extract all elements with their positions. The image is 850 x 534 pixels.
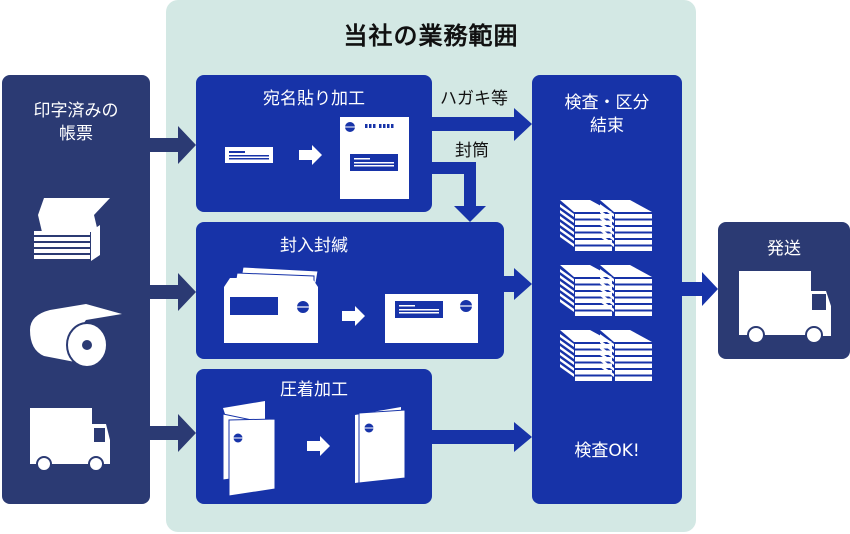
arrow-postcards-icon — [432, 108, 532, 141]
address-label-icon — [225, 147, 273, 163]
small-arrow-icon — [299, 145, 322, 165]
stacked-forms-icon — [34, 198, 110, 261]
sealed-postcard-icon — [355, 407, 406, 484]
inspection-status: 検査OK! — [574, 441, 640, 461]
arrow-to-shipping-icon — [682, 272, 718, 306]
input-label: 印字済みの 帳票 — [2, 100, 150, 146]
paper-roll-icon — [30, 304, 122, 368]
inspection-title-line1: 検査・区分 — [564, 93, 650, 113]
arrow-right-icon — [432, 422, 532, 452]
input-arrows — [150, 126, 196, 452]
scope-title: 当社の業務範囲 — [343, 22, 519, 50]
arrow-right-icon — [150, 414, 196, 452]
envelopes-with-inserts-icon — [224, 266, 319, 343]
bundle-stack-icon — [560, 330, 652, 381]
arrow-envelopes-down-icon — [432, 162, 486, 222]
shipping-truck-icon — [739, 271, 831, 344]
process-title: 宛名貼り加工 — [263, 89, 365, 109]
branch-label-envelopes: 封筒 — [455, 141, 489, 161]
shipping-label: 発送 — [767, 239, 801, 259]
small-arrow-icon — [307, 436, 330, 456]
bundle-stack-icon — [560, 265, 652, 316]
arrow-right-icon — [150, 273, 196, 311]
process-arrows — [432, 108, 718, 452]
delivery-truck-icon — [30, 408, 110, 472]
arrow-right-icon — [504, 268, 532, 300]
input-label-line1: 印字済みの — [33, 101, 119, 121]
inspection-title-line2: 結束 — [590, 115, 624, 136]
folded-pressure-seal-icon — [222, 401, 276, 497]
bundled-stacks — [560, 200, 652, 381]
labeled-document-icon — [340, 117, 409, 199]
sealed-envelope-icon — [385, 294, 478, 343]
input-label-line2: 帳票 — [59, 123, 93, 144]
process-title: 圧着加工 — [280, 380, 348, 400]
branch-label-postcards: ハガキ等 — [440, 89, 508, 109]
small-arrow-icon — [342, 306, 365, 326]
bundle-stack-icon — [560, 200, 652, 251]
process-title: 封入封緘 — [280, 236, 348, 256]
arrow-right-icon — [150, 126, 196, 164]
inspection-title: 検査・区分 結束 — [532, 92, 682, 138]
